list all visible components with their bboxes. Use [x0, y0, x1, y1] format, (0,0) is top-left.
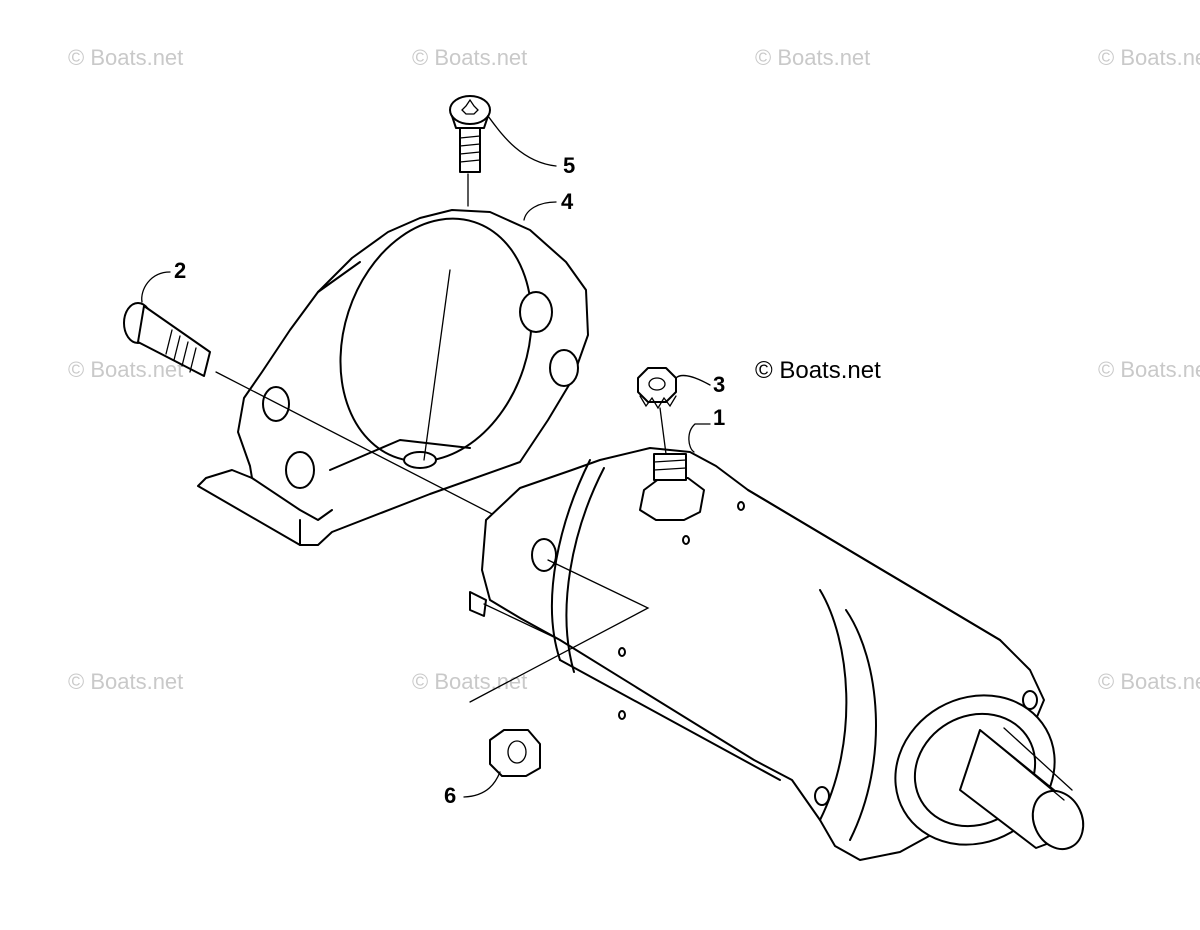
- copyright-label: © Boats.net: [755, 357, 881, 384]
- starter-motor-part: [469, 447, 1085, 861]
- callout-6: 6: [444, 783, 456, 808]
- leader-line-4: [523, 201, 557, 221]
- callout-labels: 1 2 3 4 5 6: [174, 153, 725, 808]
- leader-line-6: [463, 771, 501, 798]
- leader-line-3: [675, 374, 711, 386]
- leader-line-1: [688, 423, 711, 453]
- watermark: © Boats.net: [1098, 357, 1200, 382]
- watermark: © Boats.net: [1098, 45, 1200, 70]
- watermark: © Boats.net: [68, 669, 183, 694]
- callout-2: 2: [174, 258, 186, 283]
- leader-line-5: [487, 115, 557, 167]
- terminal-nut-part: [637, 367, 677, 455]
- callout-4: 4: [561, 189, 574, 214]
- watermark: © Boats.net: [412, 45, 527, 70]
- callout-3: 3: [713, 372, 725, 397]
- watermark: © Boats.net: [68, 45, 183, 70]
- leader-lines: [141, 115, 711, 798]
- hex-nut-part: [489, 729, 541, 777]
- screw-part: [423, 95, 491, 461]
- bolt-part: [123, 302, 497, 517]
- watermark: © Boats.net: [1098, 669, 1200, 694]
- watermark: © Boats.net: [755, 45, 870, 70]
- callout-5: 5: [563, 153, 575, 178]
- callout-1: 1: [713, 405, 725, 430]
- leader-line-2: [141, 271, 171, 303]
- watermark: © Boats.net: [68, 357, 183, 382]
- bracket-part: [197, 209, 589, 546]
